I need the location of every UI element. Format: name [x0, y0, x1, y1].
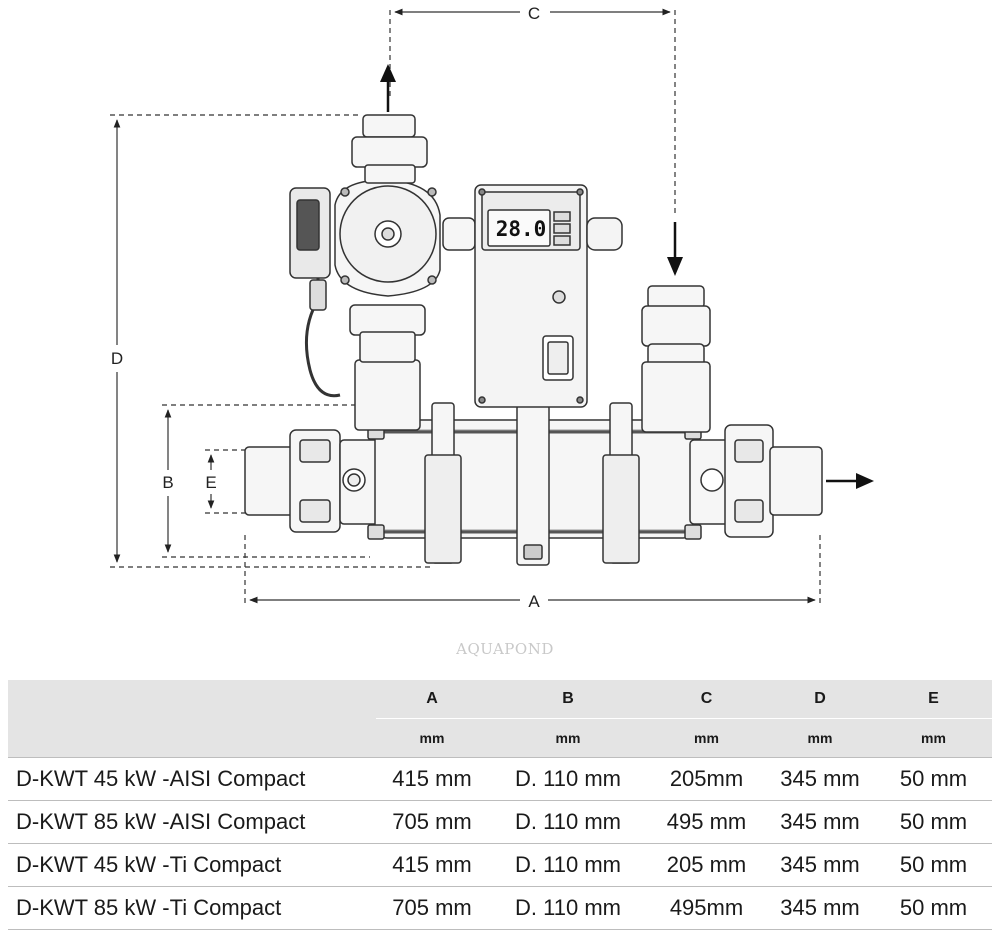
model-name: D-KWT 85 kW -AISI Compact	[8, 800, 376, 844]
dimension-e: E	[205, 449, 245, 514]
spec-table: A B C D E mm mm mm mm mm D-KWT 45 kW -AI…	[8, 680, 992, 930]
unit-row: mm mm mm mm mm	[8, 718, 992, 758]
value-b: D. 110 mm	[488, 800, 648, 844]
temperature-display: 28.0	[496, 217, 547, 241]
watermark-logo: AQUAPOND	[455, 640, 554, 658]
model-name: D-KWT 45 kW -Ti Compact	[8, 843, 376, 887]
unit-b: mm	[488, 718, 648, 758]
value-d: 345 mm	[765, 886, 875, 930]
dimension-e-label: E	[205, 473, 216, 492]
value-a: 415 mm	[376, 757, 488, 801]
dimension-b: B	[162, 404, 370, 558]
value-c: 495mm	[648, 886, 765, 930]
model-name: D-KWT 85 kW -Ti Compact	[8, 886, 376, 930]
value-a: 415 mm	[376, 843, 488, 887]
outlet-arrow-up	[380, 64, 396, 112]
dimension-d: D	[110, 114, 430, 568]
dimension-a: A	[244, 535, 821, 611]
unit-c: mm	[648, 718, 765, 758]
value-d: 345 mm	[765, 800, 875, 844]
value-e: 50 mm	[875, 800, 992, 844]
value-b: D. 110 mm	[488, 843, 648, 887]
value-b: D. 110 mm	[488, 886, 648, 930]
header-row: A B C D E	[8, 680, 992, 758]
value-e: 50 mm	[875, 843, 992, 887]
value-d: 345 mm	[765, 843, 875, 887]
value-d: 345 mm	[765, 757, 875, 801]
dimension-c: C	[389, 4, 676, 215]
heat-exchanger-body	[244, 402, 823, 566]
table-row: D-KWT 85 kW -Ti Compact 705 mm D. 110 mm…	[8, 886, 992, 930]
column-header-a: A	[376, 680, 488, 719]
unit-a: mm	[376, 718, 488, 758]
inlet-piping	[641, 285, 711, 433]
value-e: 50 mm	[875, 886, 992, 930]
circulation-pump	[289, 114, 476, 431]
column-header-c: C	[648, 680, 765, 719]
value-c: 205mm	[648, 757, 765, 801]
heat-exchanger-diagram: C D B E A	[110, 4, 874, 658]
model-name: D-KWT 45 kW -AISI Compact	[8, 757, 376, 801]
value-c: 205 mm	[648, 843, 765, 887]
unit-e: mm	[875, 718, 992, 758]
inlet-arrow-down	[667, 222, 683, 276]
column-header-b: B	[488, 680, 648, 719]
value-a: 705 mm	[376, 800, 488, 844]
header-corner	[8, 680, 376, 758]
controller-box	[474, 184, 623, 408]
value-a: 705 mm	[376, 886, 488, 930]
table-row: D-KWT 85 kW -AISI Compact 705 mm D. 110 …	[8, 800, 992, 844]
table-row: D-KWT 45 kW -Ti Compact 415 mm D. 110 mm…	[8, 843, 992, 887]
unit-d: mm	[765, 718, 875, 758]
dimension-d-label: D	[111, 349, 123, 368]
flow-arrow-out	[826, 473, 874, 489]
value-b: D. 110 mm	[488, 757, 648, 801]
dimension-a-label: A	[528, 592, 540, 611]
value-c: 495 mm	[648, 800, 765, 844]
dimension-c-label: C	[528, 4, 540, 23]
value-e: 50 mm	[875, 757, 992, 801]
table-row: D-KWT 45 kW -AISI Compact 415 mm D. 110 …	[8, 757, 992, 801]
column-header-d: D	[765, 680, 875, 719]
column-header-e: E	[875, 680, 992, 719]
dimension-b-label: B	[162, 473, 173, 492]
